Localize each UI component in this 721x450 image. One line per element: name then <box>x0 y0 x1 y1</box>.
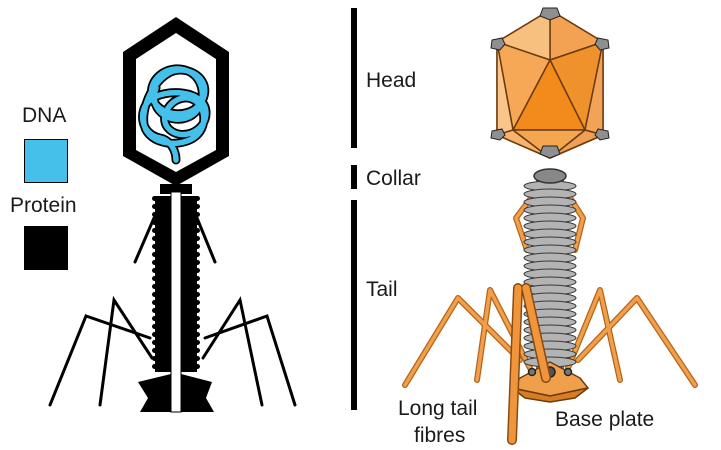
realistic-base-plate <box>511 361 589 403</box>
legend-dna-swatch <box>24 139 68 183</box>
legend-protein-label: Protein <box>10 194 77 217</box>
legend-dna-label: DNA <box>22 104 67 127</box>
collar-label: Collar <box>366 167 421 190</box>
base-plate-label: Base plate <box>555 408 655 431</box>
long-tail-fibres-label-1: Long tail <box>398 397 478 420</box>
tail-label: Tail <box>366 278 398 301</box>
schematic-collar <box>160 184 192 194</box>
realistic-head <box>496 9 604 159</box>
collar-bracket <box>351 165 357 189</box>
legend-protein-swatch <box>24 226 68 270</box>
schematic-tail-tube <box>170 191 182 413</box>
long-tail-fibres-label-2: fibres <box>414 424 466 447</box>
schematic-base-plate <box>138 374 171 412</box>
realistic-tail-sheath <box>523 180 577 370</box>
dna-coil <box>138 64 211 165</box>
head-bracket <box>351 8 357 148</box>
tail-bracket <box>351 200 357 410</box>
head-vertex-caps <box>490 7 610 159</box>
head-label: Head <box>366 69 417 92</box>
schematic-tail-fibres <box>48 216 297 407</box>
realistic-collar <box>533 168 567 184</box>
